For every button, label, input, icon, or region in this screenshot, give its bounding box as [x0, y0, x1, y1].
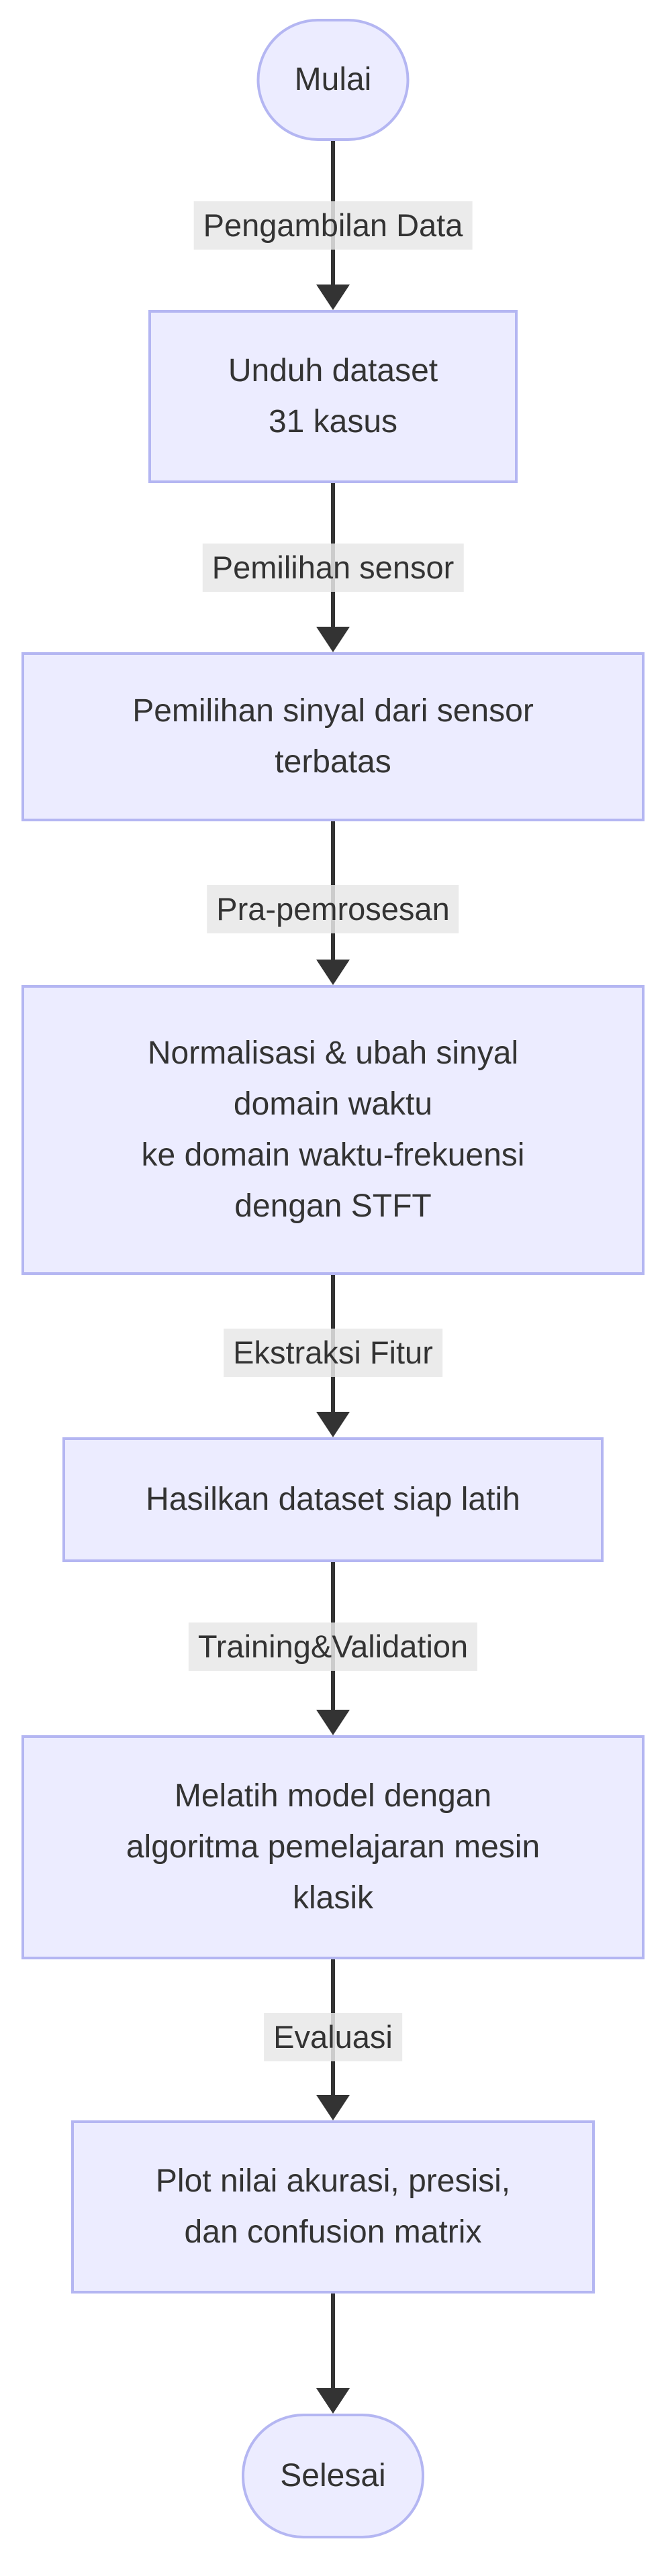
edge-line-plot-to-selesai	[331, 2294, 335, 2388]
node-text-line: Plot nilai akurasi, presisi,	[155, 2163, 511, 2199]
arrow-down-icon	[316, 1710, 350, 1735]
arrow-down-icon	[316, 285, 350, 310]
node-text-line: Mulai	[294, 62, 372, 97]
node-text-line: Hasilkan dataset siap latih	[146, 1482, 520, 1517]
edge-label-training-validation: Training&Validation	[188, 1622, 478, 1671]
node-text-line: dan confusion matrix	[184, 2214, 482, 2250]
node-text-line: Normalisasi & ubah sinyal	[147, 1035, 519, 1071]
node-text-line: algoritma pemelajaran mesin	[126, 1829, 540, 1865]
edge-label-evaluasi: Evaluasi	[264, 2013, 402, 2061]
node-melatih-model: Melatih model dengan algoritma pemelajar…	[21, 1735, 645, 1959]
node-plot-evaluasi: Plot nilai akurasi, presisi, dan confusi…	[71, 2120, 595, 2294]
node-text-line: Unduh dataset	[228, 353, 438, 389]
edge-label-ekstraksi-fitur: Ekstraksi Fitur	[224, 1329, 442, 1377]
arrow-down-icon	[316, 1412, 350, 1437]
node-pemilihan-sinyal: Pemilihan sinyal dari sensor terbatas	[21, 652, 645, 821]
node-text-line: ke domain waktu-frekuensi	[141, 1137, 525, 1173]
edge-label-pra-pemrosesan: Pra-pemrosesan	[207, 885, 459, 933]
node-text-line: terbatas	[275, 744, 391, 780]
node-text-line: Selesai	[280, 2458, 386, 2493]
node-text-line: Melatih model dengan	[174, 1778, 492, 1814]
node-text-line: domain waktu	[233, 1086, 433, 1122]
node-unduh-dataset: Unduh dataset 31 kasus	[148, 310, 518, 483]
node-start-mulai: Mulai	[256, 19, 410, 141]
arrow-down-icon	[316, 627, 350, 652]
arrow-down-icon	[316, 2095, 350, 2120]
node-text-line: dengan STFT	[234, 1188, 432, 1224]
node-hasilkan-dataset: Hasilkan dataset siap latih	[62, 1437, 604, 1562]
arrow-down-icon	[316, 960, 350, 985]
node-text-line: Pemilihan sinyal dari sensor	[132, 693, 534, 729]
arrow-down-icon	[316, 2388, 350, 2414]
edge-label-pengambilan-data: Pengambilan Data	[193, 201, 473, 250]
edge-label-pemilihan-sensor: Pemilihan sensor	[202, 544, 464, 592]
node-end-selesai: Selesai	[242, 2414, 424, 2538]
node-text-line: 31 kasus	[268, 404, 398, 440]
node-text-line: klasik	[292, 1880, 374, 1916]
node-normalisasi-stft: Normalisasi & ubah sinyal domain waktu k…	[21, 985, 645, 1275]
